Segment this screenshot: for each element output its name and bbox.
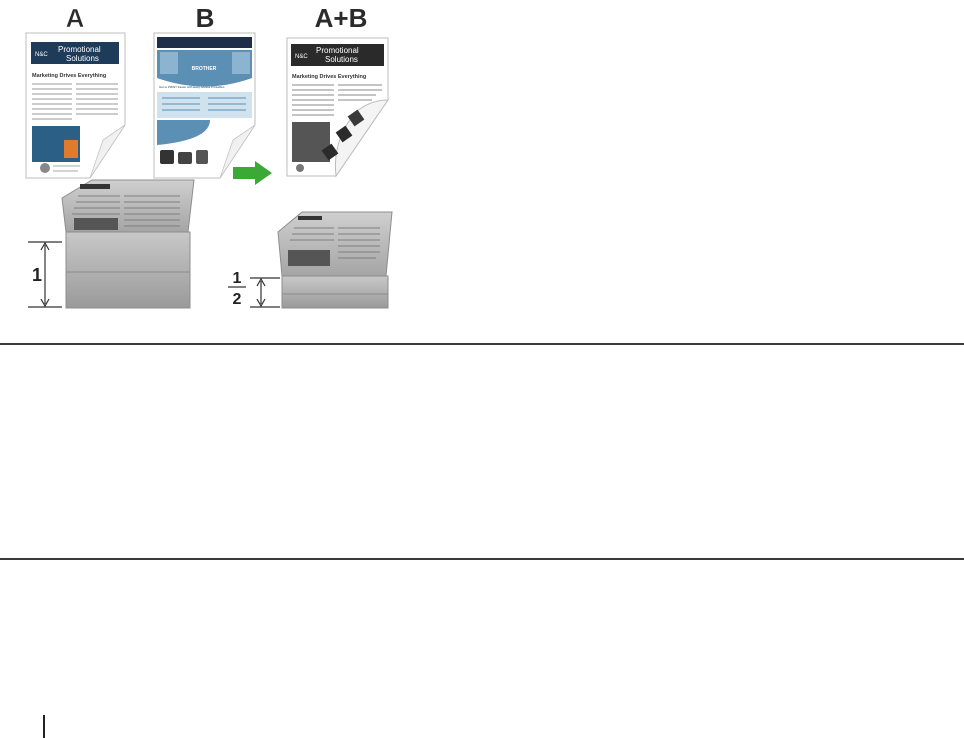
sheet-b-logo: BROTHER [192, 66, 217, 72]
sheet-ab-logo: N&C [295, 54, 308, 60]
sheet-ab-heading: Marketing Drives Everything [292, 74, 366, 80]
sheet-b-subheading: Get to PRINT Faster with Easy Access Pri… [159, 85, 225, 89]
dimension-label-half-numerator: 1 [233, 270, 242, 287]
sheet-a-banner-2: Solutions [66, 54, 99, 63]
sheet-ab-banner-1: Promotional [316, 46, 359, 55]
dimension-half-height [228, 277, 280, 308]
page-margin-marker [43, 715, 45, 738]
label-a-plus-b: A+B [315, 3, 368, 33]
sheet-a-heading: Marketing Drives Everything [32, 73, 106, 79]
combine-arrow-icon [233, 161, 272, 185]
sheet-ab-banner-2: Solutions [325, 55, 358, 64]
section-divider-top [0, 343, 964, 345]
dimension-label-one: 1 [32, 265, 42, 285]
label-a: A [66, 3, 85, 33]
dimension-label-half-denominator: 2 [233, 291, 242, 308]
sheet-a: N&C Promotional Solutions Marketing Driv… [25, 32, 126, 179]
sheet-a-plus-b: N&C Promotional Solutions Marketing Driv… [286, 37, 389, 178]
label-b: B [196, 3, 215, 33]
section-divider-bottom [0, 558, 964, 560]
sheet-a-banner-1: Promotional [58, 45, 101, 54]
duplex-print-illustration: A B A+B N&C Promotional Solutions Market… [25, 3, 393, 309]
dimension-full-height [28, 241, 62, 308]
stack-single-sided [61, 179, 195, 309]
sheet-b: BROTHER Get to PRINT Faster with Easy Ac… [153, 32, 256, 179]
sheet-a-logo: N&C [35, 52, 48, 58]
stack-duplex [277, 211, 393, 309]
